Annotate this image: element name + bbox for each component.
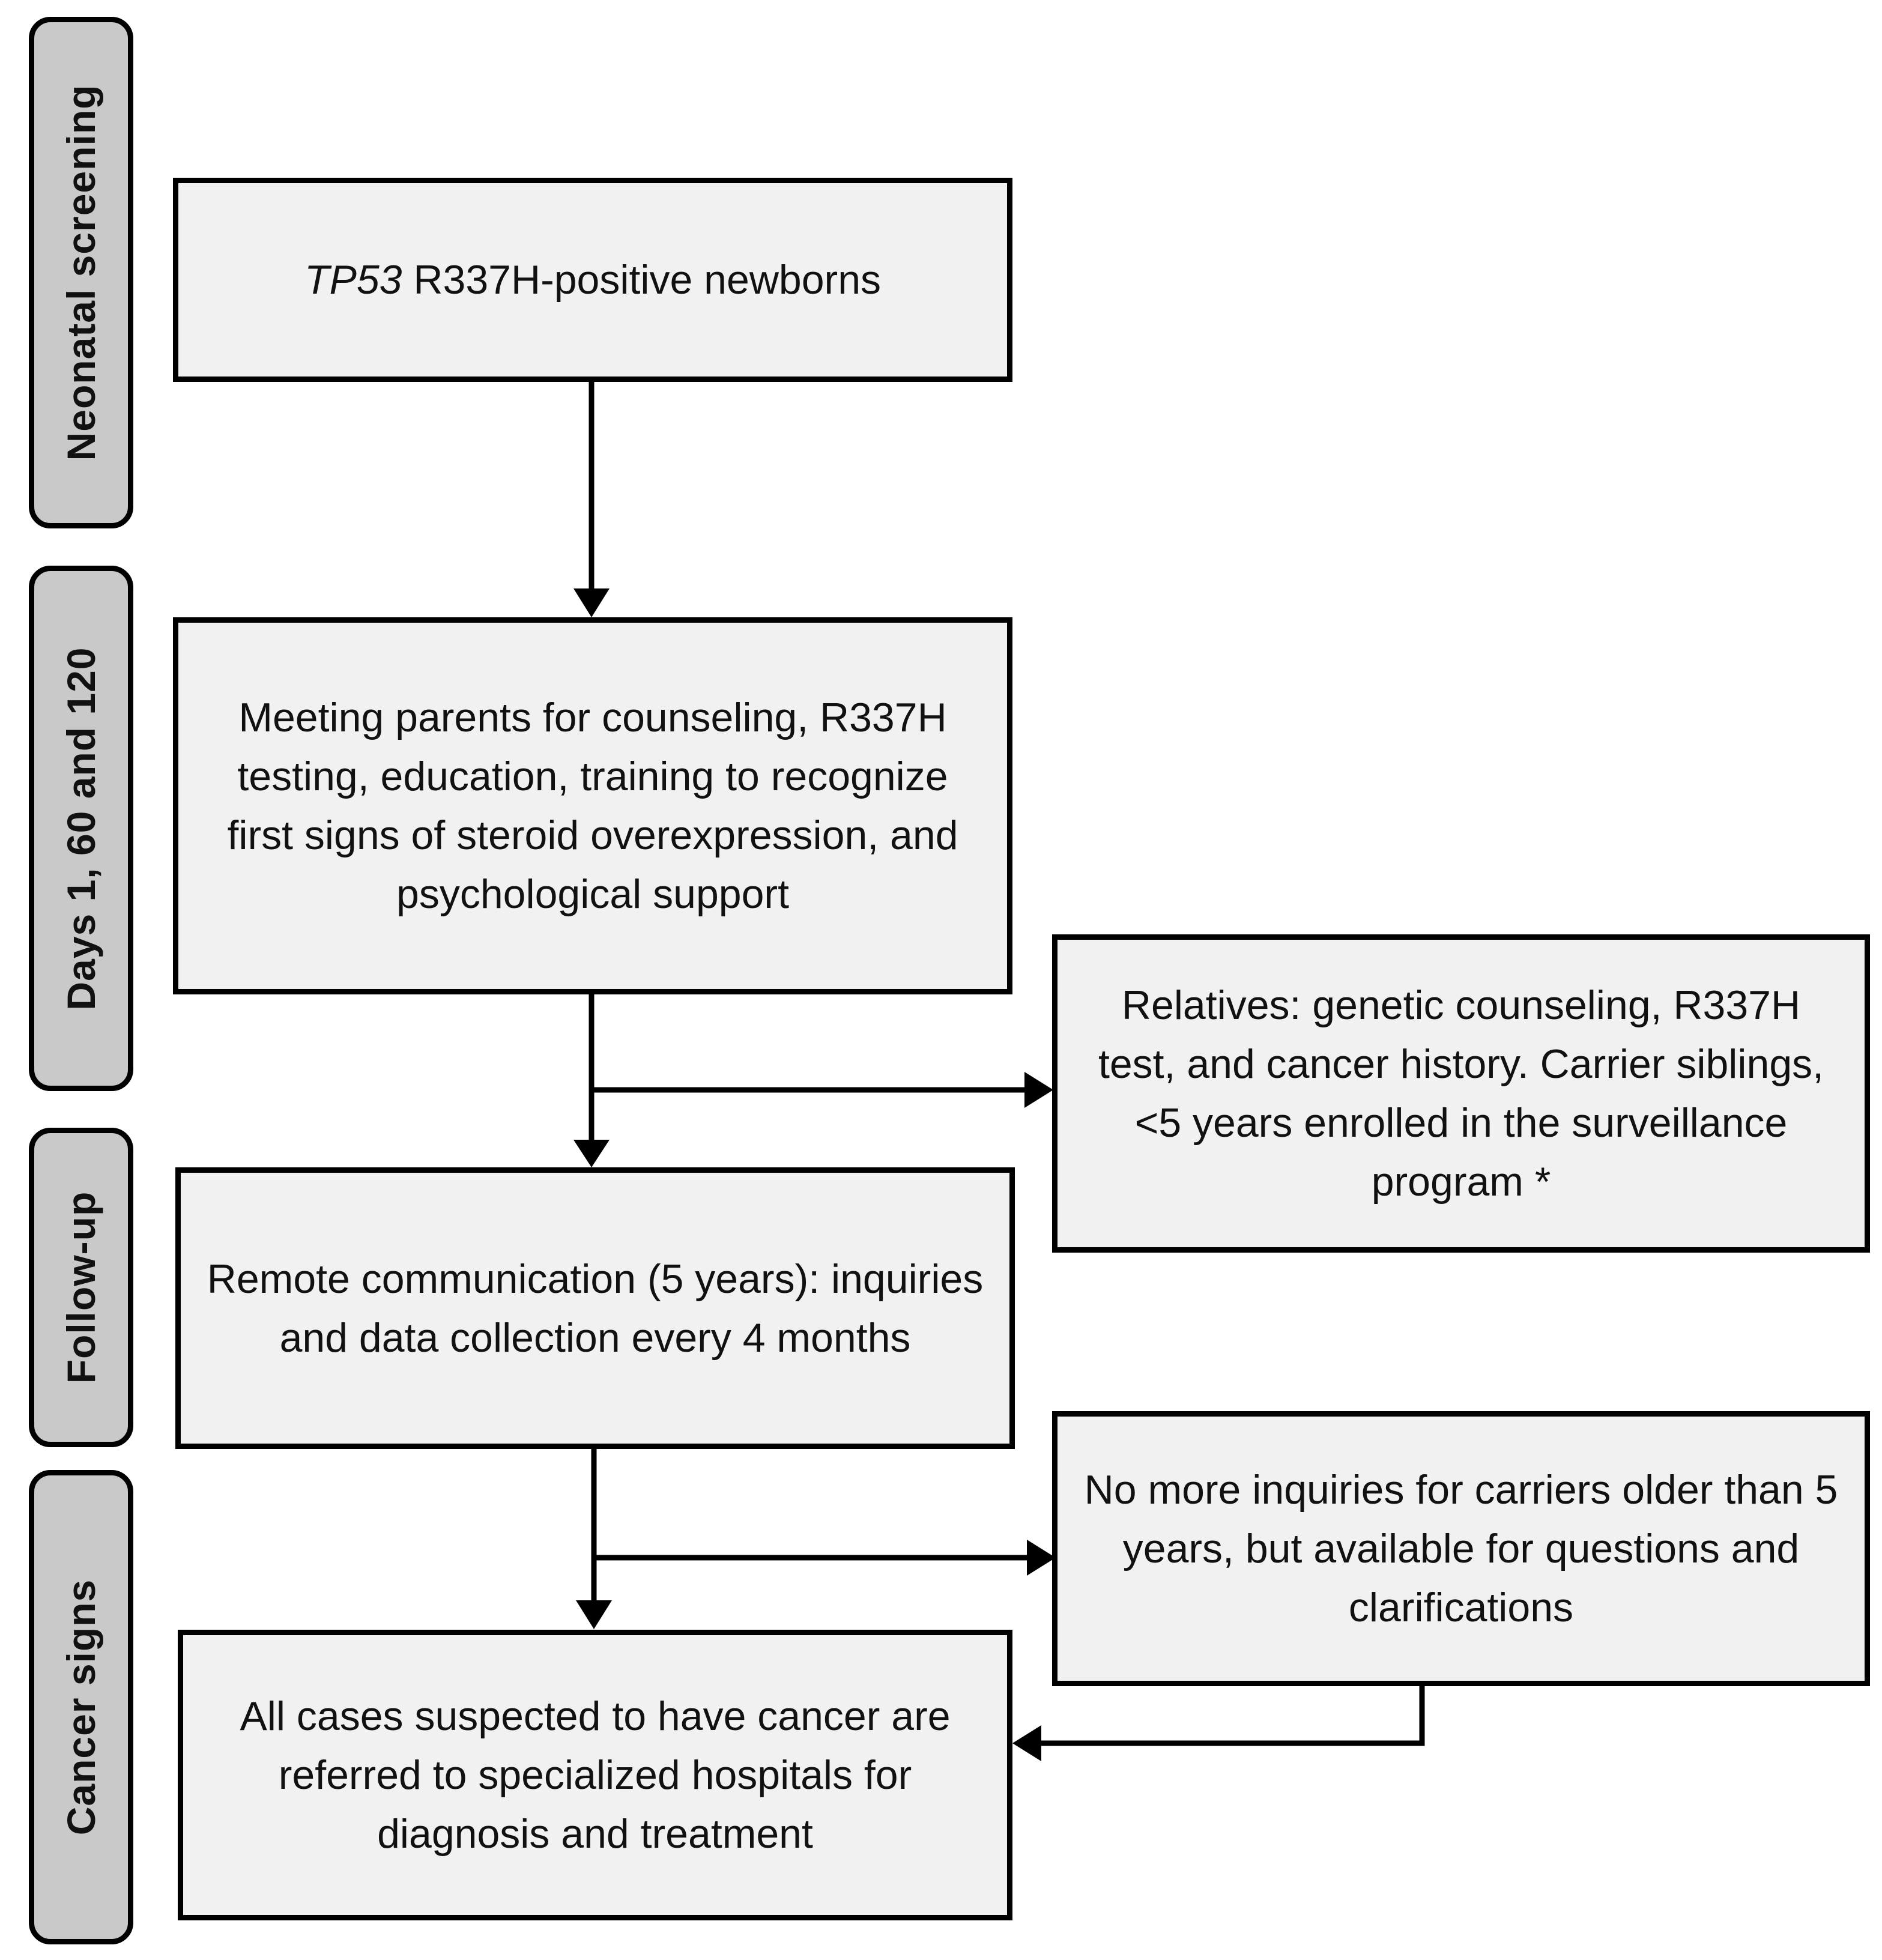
phase-follow-up: Follow-up [29,1128,133,1447]
box-relatives: Relatives: genetic counseling, R337H tes… [1052,934,1870,1253]
box-cancer-referral: All cases suspected to have cancer are r… [178,1630,1012,1920]
box-text: Relatives: genetic counseling, R337H tes… [1098,982,1824,1205]
box-text: Meeting parents for counseling, R337H te… [227,695,958,917]
arrow-no-more-to-cancer [1039,1686,1425,1746]
phase-days: Days 1, 60 and 120 [29,566,133,1091]
box-positive-newborns: TP53 R337H-positive newborns [173,178,1012,382]
phase-cancer-signs: Cancer signs [29,1470,133,1944]
box-text: All cases suspected to have cancer are r… [240,1693,951,1857]
arrowhead [1012,1725,1041,1761]
box-text: TP53 R337H-positive newborns [304,250,881,309]
phase-neonatal-screening: Neonatal screening [29,17,133,528]
box-text-rest: R337H-positive newborns [413,257,882,303]
box-no-more-inquiries: No more inquiries for carriers older tha… [1052,1411,1870,1686]
box-meeting-parents: Meeting parents for counseling, R337H te… [173,617,1012,994]
arrowhead [576,1600,612,1629]
box-text: Remote communication (5 years): inquirie… [207,1256,984,1361]
gene-name: TP53 [304,257,402,303]
box-text: No more inquiries for carriers older tha… [1084,1467,1838,1630]
arrowhead [1027,1540,1056,1576]
arrowhead [573,1140,610,1167]
arrowhead [1024,1072,1053,1108]
box-remote-communication: Remote communication (5 years): inquirie… [175,1167,1015,1449]
arrowhead [573,588,610,617]
